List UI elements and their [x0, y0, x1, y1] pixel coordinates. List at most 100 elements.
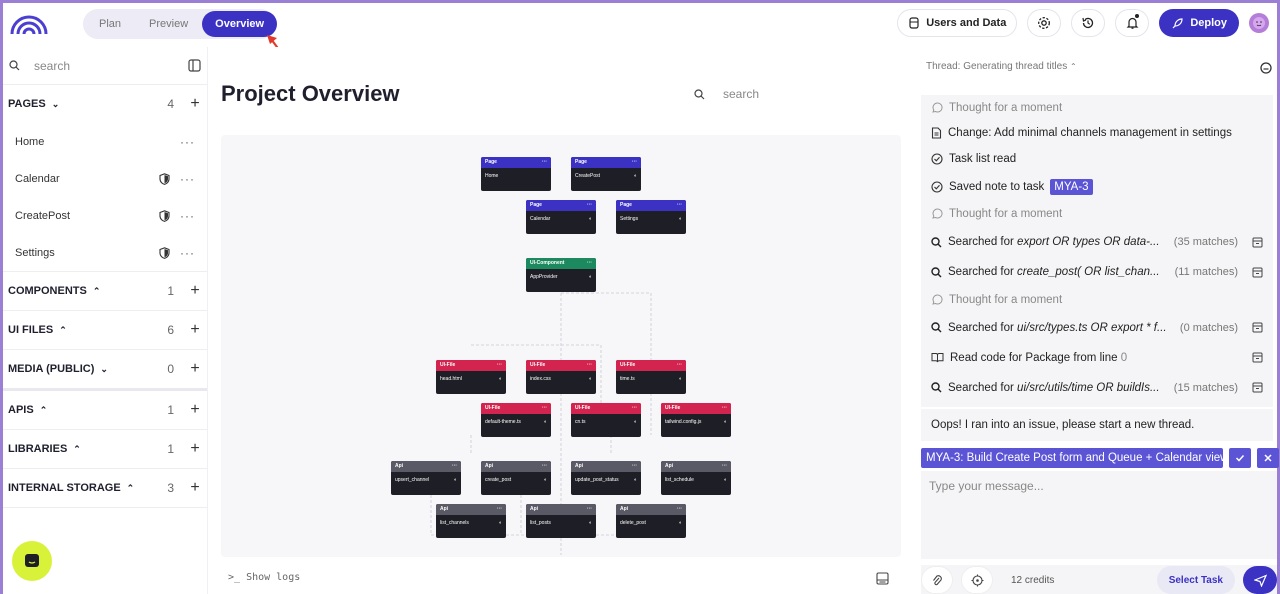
sidebar-item-settings[interactable]: Settings··· [3, 234, 207, 271]
graph-node-file[interactable]: UI-File···head.html◐ [436, 360, 506, 394]
sidebar-item-calendar[interactable]: Calendar··· [3, 160, 207, 197]
graph-node-file[interactable]: UI-File···default-theme.ts◐ [481, 403, 551, 437]
select-task-button[interactable]: Select Task [1156, 566, 1235, 594]
node-menu-icon[interactable]: ··· [452, 463, 457, 469]
more-options-icon[interactable]: ··· [180, 171, 195, 186]
add-icon[interactable]: + [190, 321, 200, 338]
selected-task-pill[interactable]: MYA-3: Build Create Post form and Queue … [921, 448, 1223, 468]
thread-header[interactable]: Thread: Generating thread titles ⌃ [926, 61, 1077, 72]
sidebar-search[interactable]: search [3, 47, 207, 85]
graph-node-page[interactable]: Page···Home [481, 157, 551, 191]
sidebar-section-libraries[interactable]: LIBRARIES⌃1+ [3, 430, 207, 468]
message-input[interactable]: Type your message... [921, 471, 1277, 559]
graph-node-file[interactable]: UI-File···time.ts◐ [616, 360, 686, 394]
open-file-icon[interactable] [1252, 322, 1263, 333]
attach-button[interactable] [921, 566, 953, 594]
graph-node-api[interactable]: Api···upsert_channel◐ [391, 461, 461, 495]
graph-node-comp[interactable]: UI-Component···AppProvider◐ [526, 258, 596, 292]
more-options-icon[interactable]: ··· [180, 245, 195, 260]
graph-node-file[interactable]: UI-File···tailwind.config.js◐ [661, 403, 731, 437]
overview-search[interactable]: search [694, 87, 759, 101]
avatar[interactable] [1249, 13, 1269, 33]
chevron-up-icon[interactable]: ⌃ [59, 324, 67, 335]
graph-node-page[interactable]: Page···Calendar◐ [526, 200, 596, 234]
add-icon[interactable]: + [190, 95, 200, 112]
node-menu-icon[interactable]: ··· [587, 362, 592, 368]
sidebar-section-internal-storage[interactable]: INTERNAL STORAGE⌃3+ [3, 469, 207, 507]
graph-node-api[interactable]: Api···list_channels◐ [436, 504, 506, 538]
graph-node-page[interactable]: Page···Settings◐ [616, 200, 686, 234]
open-file-icon[interactable] [1252, 382, 1263, 393]
chevron-up-icon[interactable]: ⌃ [73, 443, 81, 454]
node-menu-icon[interactable]: ··· [542, 405, 547, 411]
node-menu-icon[interactable]: ··· [542, 159, 547, 165]
chevron-up-icon[interactable]: ⌃ [126, 482, 135, 493]
graph-node-api[interactable]: Api···create_post◐ [481, 461, 551, 495]
sidebar-search-input[interactable]: search [34, 58, 71, 73]
thread-item[interactable]: Read code for Package from line 0 [921, 343, 1273, 373]
add-icon[interactable]: + [190, 401, 200, 418]
node-menu-icon[interactable]: ··· [632, 159, 637, 165]
sidebar-item-createpost[interactable]: CreatePost··· [3, 197, 207, 234]
node-menu-icon[interactable]: ··· [632, 463, 637, 469]
users-and-data-button[interactable]: Users and Data [897, 9, 1018, 37]
node-menu-icon[interactable]: ··· [677, 362, 682, 368]
overview-search-input[interactable]: search [723, 87, 760, 101]
logs-panel-icon[interactable] [876, 572, 889, 585]
thread-item[interactable]: Searched for ui/src/utils/time OR buildI… [921, 373, 1273, 403]
node-menu-icon[interactable]: ··· [677, 506, 682, 512]
node-menu-icon[interactable]: ··· [542, 463, 547, 469]
open-file-icon[interactable] [1252, 237, 1263, 248]
task-tag[interactable]: MYA-3 [1050, 178, 1093, 195]
thread-item[interactable]: Searched for create_post( OR list_chan..… [921, 257, 1273, 287]
more-options-icon[interactable]: ··· [180, 208, 195, 223]
sidebar-section-media-public[interactable]: MEDIA (PUBLIC)⌄0+ [3, 350, 207, 388]
notifications-button[interactable] [1115, 9, 1150, 37]
sidebar-item-home[interactable]: Home··· [3, 123, 207, 160]
add-icon[interactable]: + [190, 440, 200, 457]
add-icon[interactable]: + [190, 282, 200, 299]
node-menu-icon[interactable]: ··· [632, 405, 637, 411]
graph-node-page[interactable]: Page···CreatePost◐ [571, 157, 641, 191]
graph-node-file[interactable]: UI-File···index.css◐ [526, 360, 596, 394]
tab-plan[interactable]: Plan [99, 18, 122, 30]
node-menu-icon[interactable]: ··· [722, 405, 727, 411]
graph-node-api[interactable]: Api···delete_post◐ [616, 504, 686, 538]
graph-node-api[interactable]: Api···list_posts◐ [526, 504, 596, 538]
clear-task-button[interactable] [1257, 448, 1279, 468]
sidebar-section-components[interactable]: COMPONENTS⌃1+ [3, 272, 207, 310]
open-file-icon[interactable] [1252, 267, 1263, 278]
sidebar-section-apis[interactable]: APIS⌃1+ [3, 391, 207, 429]
graph-node-file[interactable]: UI-File···cn.ts◐ [571, 403, 641, 437]
tab-preview[interactable]: Preview [149, 18, 189, 30]
deploy-button[interactable]: Deploy [1159, 9, 1239, 37]
history-button[interactable] [1071, 9, 1106, 37]
graph-node-api[interactable]: Api···update_post_status◐ [571, 461, 641, 495]
dependency-graph[interactable]: Page···Home Page···CreatePost◐ Page···Cale… [221, 135, 901, 557]
node-menu-icon[interactable]: ··· [677, 202, 682, 208]
open-file-icon[interactable] [1252, 352, 1263, 363]
chevron-up-icon[interactable]: ⌃ [39, 404, 48, 415]
graph-node-api[interactable]: Api···list_schedule◐ [661, 461, 731, 495]
sidebar-section-pages[interactable]: PAGES⌄4+ [3, 85, 207, 123]
collapse-sidebar-icon[interactable] [188, 59, 201, 72]
sidebar-section-ui-files[interactable]: UI FILES⌃6+ [3, 311, 207, 349]
more-options-icon[interactable]: ··· [180, 134, 195, 149]
thread-item[interactable]: Searched for ui/src/types.ts OR export *… [921, 313, 1273, 343]
logo-icon[interactable] [9, 10, 49, 36]
show-logs-button[interactable]: >_ Show logs [228, 572, 300, 583]
support-chat-button[interactable] [12, 541, 52, 581]
tab-overview[interactable]: Overview [202, 11, 278, 37]
new-thread-icon[interactable] [1259, 61, 1273, 75]
chevron-down-icon[interactable]: ⌄ [100, 363, 108, 374]
add-icon[interactable]: + [190, 360, 200, 377]
node-menu-icon[interactable]: ··· [587, 260, 592, 266]
thread-item[interactable]: Searched for export OR types OR data-...… [921, 227, 1273, 257]
node-menu-icon[interactable]: ··· [722, 463, 727, 469]
confirm-task-button[interactable] [1229, 448, 1251, 468]
node-menu-icon[interactable]: ··· [497, 506, 502, 512]
node-menu-icon[interactable]: ··· [587, 202, 592, 208]
node-menu-icon[interactable]: ··· [587, 506, 592, 512]
add-icon[interactable]: + [190, 479, 200, 496]
send-button[interactable] [1243, 566, 1277, 594]
